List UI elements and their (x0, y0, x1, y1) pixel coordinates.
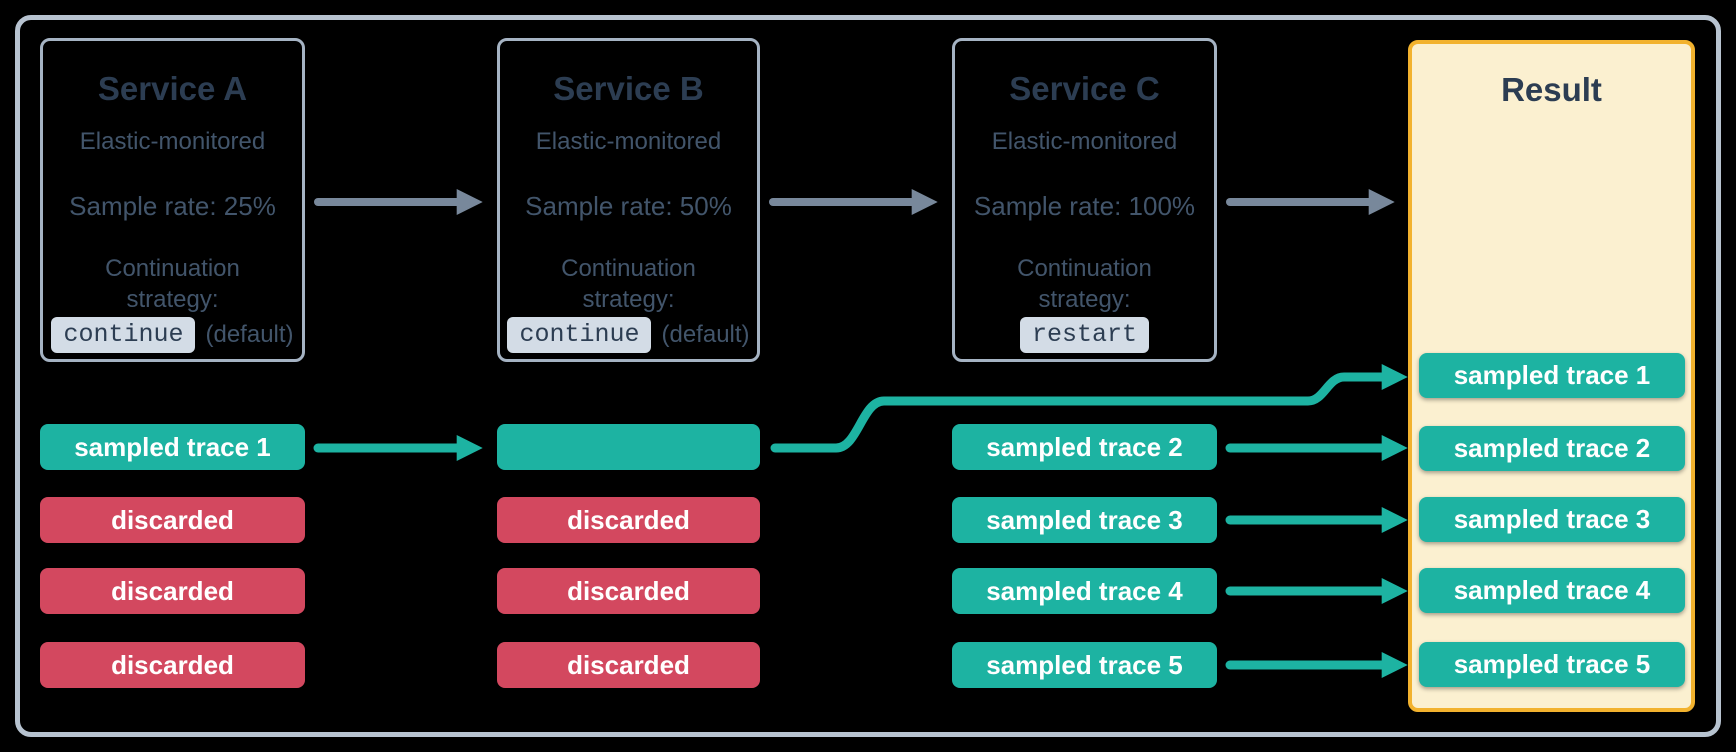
result-pill-sampled-2: sampled trace 2 (1419, 426, 1685, 471)
trace-pill-b-sampled-unlabeled (497, 424, 760, 470)
service-a-strategy-note: (default) (205, 321, 294, 348)
service-c-title: Service C (1009, 70, 1160, 107)
trace-pill-c-sampled-4: sampled trace 4 (952, 568, 1217, 614)
service-a-strategy-row: continue (default) (43, 317, 302, 353)
service-box-c: Service C Elastic-monitored Sample rate:… (952, 38, 1217, 362)
trace-pill-a-discarded-1: discarded (40, 497, 305, 543)
service-a-strategy-badge: continue (51, 317, 196, 353)
service-a-title: Service A (97, 70, 248, 107)
result-title: Result (1501, 71, 1602, 108)
service-a-monitor: Elastic-monitored (79, 128, 266, 155)
trace-pill-a-discarded-2: discarded (40, 568, 305, 614)
trace-pill-a-discarded-3: discarded (40, 642, 305, 688)
service-a-sample-rate: Sample rate: 25% (69, 191, 276, 221)
service-c-strategy-row: restart (955, 317, 1214, 353)
result-panel: Result sampled trace 1 sampled trace 2 s… (1408, 40, 1695, 712)
service-a-continuation-label: Continuation strategy: (105, 255, 240, 313)
result-pill-sampled-5: sampled trace 5 (1419, 642, 1685, 687)
diagram-frame (15, 15, 1721, 737)
service-b-title: Service B (553, 70, 704, 107)
trace-pill-a-sampled-1: sampled trace 1 (40, 424, 305, 470)
service-c-monitor: Elastic-monitored (991, 128, 1178, 155)
service-box-a: Service A Elastic-monitored Sample rate:… (40, 38, 305, 362)
service-b-strategy-badge: continue (507, 317, 652, 353)
trace-pill-b-discarded-3: discarded (497, 642, 760, 688)
service-b-strategy-note: (default) (661, 321, 750, 348)
service-c-strategy-badge: restart (1019, 317, 1150, 353)
trace-pill-c-sampled-5: sampled trace 5 (952, 642, 1217, 688)
trace-pill-c-sampled-2: sampled trace 2 (952, 424, 1217, 470)
service-b-sample-rate: Sample rate: 50% (525, 191, 732, 221)
trace-pill-b-discarded-2: discarded (497, 568, 760, 614)
service-c-continuation-label: Continuation strategy: (1017, 255, 1152, 313)
service-b-monitor: Elastic-monitored (535, 128, 722, 155)
result-pill-sampled-4: sampled trace 4 (1419, 568, 1685, 613)
service-b-continuation-label: Continuation strategy: (561, 255, 696, 313)
trace-pill-c-sampled-3: sampled trace 3 (952, 497, 1217, 543)
service-box-b: Service B Elastic-monitored Sample rate:… (497, 38, 760, 362)
result-pill-sampled-1: sampled trace 1 (1419, 353, 1685, 398)
service-b-strategy-row: continue (default) (500, 317, 757, 353)
service-c-sample-rate: Sample rate: 100% (973, 191, 1196, 221)
trace-pill-b-discarded-1: discarded (497, 497, 760, 543)
result-pill-sampled-3: sampled trace 3 (1419, 497, 1685, 542)
